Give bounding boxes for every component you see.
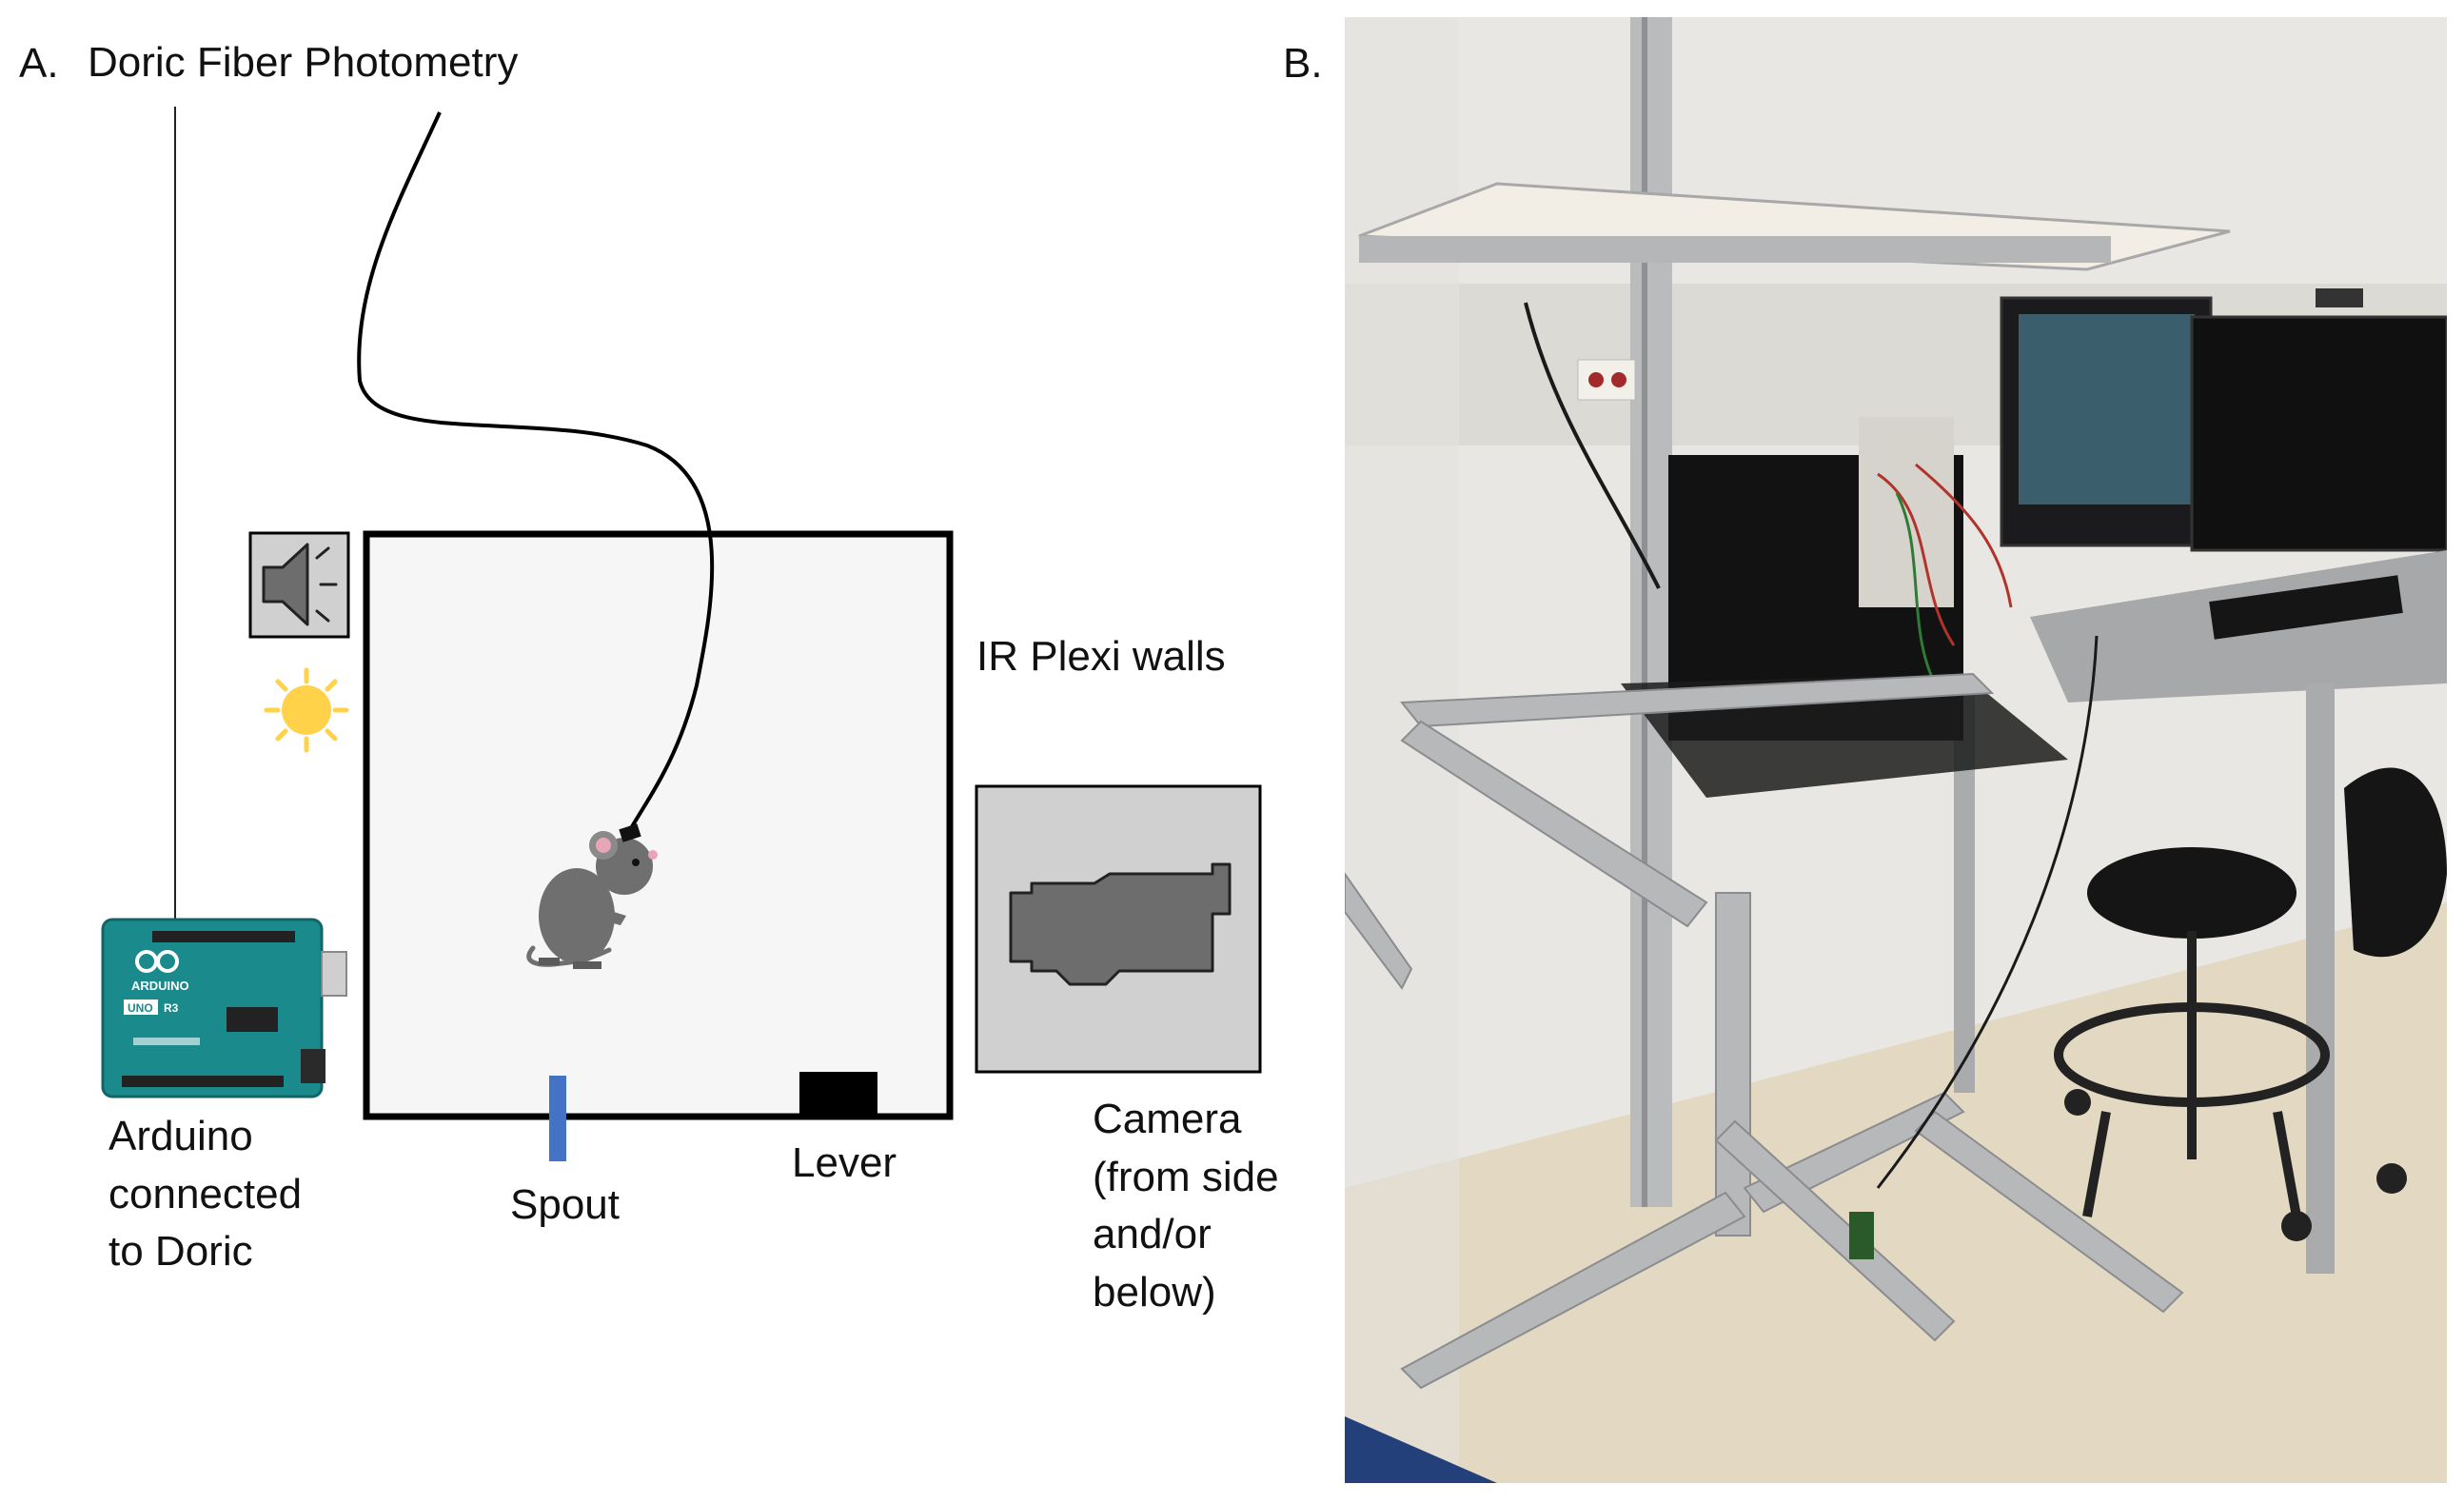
fiber-cable (357, 111, 715, 831)
panel-b-letter: B. (1283, 40, 1323, 87)
camera-label-line-3: and/or (1093, 1211, 1212, 1258)
lab-setup-photo (1345, 17, 2447, 1483)
camera-label-line-2: (from side (1093, 1153, 1279, 1200)
arduino-board-model: UNO (128, 1001, 153, 1015)
speaker-icon (248, 531, 350, 639)
panel-a-letter: A. (19, 40, 59, 87)
lever-label: Lever (792, 1139, 897, 1186)
arduino-label-line-3: to Doric (108, 1228, 253, 1276)
photometry-label: Doric Fiber Photometry (88, 39, 519, 86)
spout (549, 1076, 566, 1161)
camera-icon (975, 784, 1262, 1074)
sun-icon (264, 667, 349, 753)
lever (799, 1072, 877, 1118)
camera-label-line-1: Camera (1093, 1096, 1242, 1142)
arduino-board-revision: R3 (164, 1001, 179, 1015)
arduino-label-line-2: connected (108, 1170, 303, 1217)
spout-label: Spout (510, 1181, 620, 1228)
camera-label: Camera (from side and/or below) (1093, 1091, 1279, 1322)
lab-photo-illustration (1345, 17, 2447, 1483)
operant-box (363, 530, 954, 1120)
arduino-board-name: ARDUINO (131, 979, 189, 993)
mouse-icon (526, 823, 658, 969)
walls-label: IR Plexi walls (976, 633, 1226, 680)
arduino-label: Arduino connected to Doric (108, 1108, 302, 1281)
camera-label-line-4: below) (1093, 1269, 1216, 1316)
arduino-label-line-1: Arduino (108, 1113, 253, 1159)
schematic-diagram: ARDUINO UNO R3 (101, 107, 1262, 1161)
arduino-board: ARDUINO UNO R3 (101, 918, 347, 1098)
